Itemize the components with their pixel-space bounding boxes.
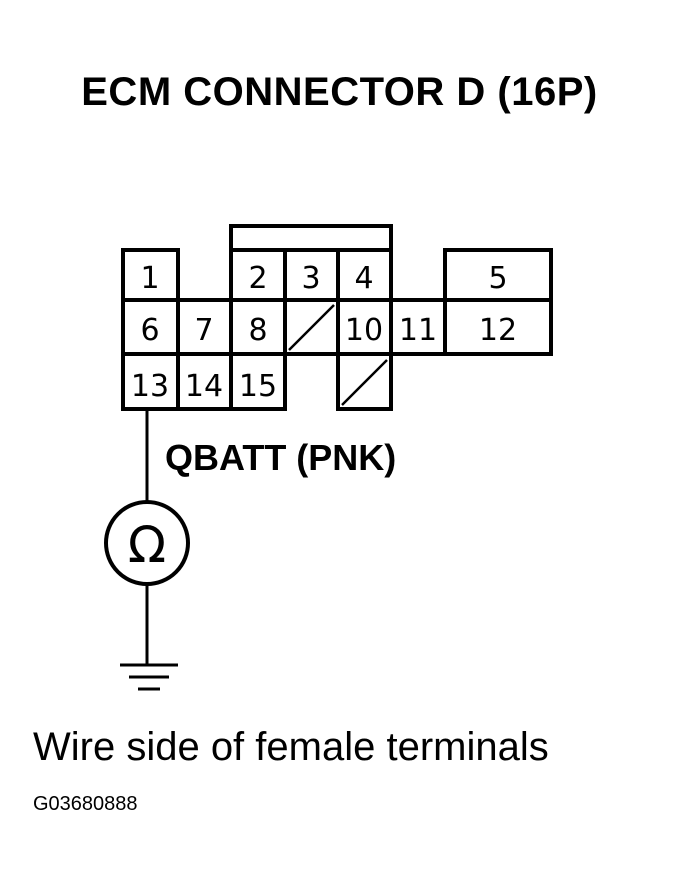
terminal-label: 12	[479, 313, 517, 348]
cell-16-empty	[336, 352, 393, 411]
terminal-label: 8	[248, 313, 267, 348]
terminal-label: 10	[345, 313, 383, 348]
figure-id: G03680888	[33, 793, 138, 815]
terminal-label: 7	[194, 313, 213, 348]
connector-lock-tab	[229, 224, 393, 250]
cell-12	[443, 298, 553, 356]
terminal-label: 4	[354, 261, 373, 296]
terminal-label: 5	[488, 261, 507, 296]
terminal-label: 1	[140, 261, 159, 296]
terminal-label: 11	[399, 313, 437, 348]
empty-cavity-slash	[288, 304, 335, 351]
ohmmeter-icon: Ω	[104, 500, 190, 586]
terminal-label: 6	[140, 313, 159, 348]
caption: Wire side of female terminals	[33, 725, 549, 769]
ohm-symbol: Ω	[128, 516, 166, 574]
empty-cavity-slash	[341, 359, 388, 406]
terminal-label: 14	[185, 369, 223, 404]
terminal-label: 2	[248, 261, 267, 296]
ground-icon	[120, 663, 178, 691]
terminal-label: 3	[301, 261, 320, 296]
terminal-label: 13	[131, 369, 169, 404]
cell-15	[229, 352, 287, 411]
wire-label: QBATT (PNK)	[165, 437, 397, 478]
diagram-title: ECM CONNECTOR D (16P)	[81, 70, 598, 114]
terminal-label: 15	[239, 369, 277, 404]
